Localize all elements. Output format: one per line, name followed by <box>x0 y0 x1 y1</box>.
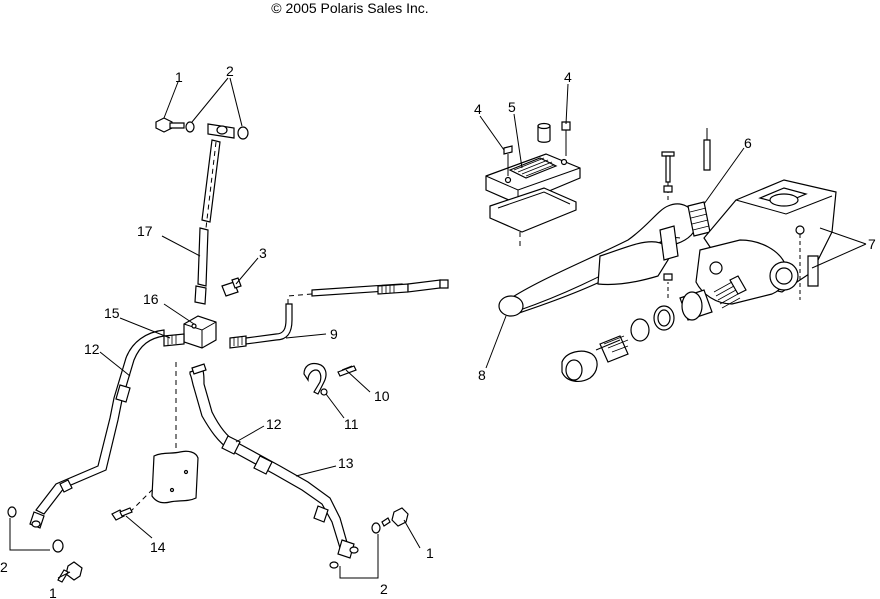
bolt-part <box>381 507 409 527</box>
bolt-part <box>155 117 185 133</box>
brake-hose-right <box>189 363 359 559</box>
callout-2-lower-right: 2 <box>380 581 388 597</box>
callout-4: 4 <box>474 101 482 117</box>
callout-17: 17 <box>137 223 153 239</box>
line-clip <box>303 362 328 396</box>
callout-2: 2 <box>226 63 234 79</box>
callout-1-lower-right: 1 <box>426 545 434 561</box>
callout-1: 1 <box>175 69 183 85</box>
piston-kit <box>561 273 747 382</box>
callout-15: 15 <box>104 305 120 321</box>
brake-line-right <box>229 279 449 349</box>
callout-12-right: 12 <box>266 416 282 432</box>
callout-13: 13 <box>338 455 354 471</box>
cap-screw <box>561 121 571 156</box>
cap-screw <box>503 145 513 176</box>
callout-7: 7 <box>868 236 876 252</box>
reservoir-diaphragm <box>489 187 577 250</box>
callout-11: 11 <box>344 416 359 432</box>
callout-6: 6 <box>744 135 752 151</box>
callout-1-lower-left: 1 <box>49 585 57 599</box>
washer-part <box>329 561 339 569</box>
line-fitting <box>163 333 185 347</box>
callout-2-lower-left: 2 <box>0 559 8 575</box>
callout-14: 14 <box>150 539 166 555</box>
callout-9: 9 <box>330 326 338 342</box>
leader-lines <box>9 77 867 579</box>
washer-part <box>237 126 249 140</box>
callout-3: 3 <box>259 245 267 261</box>
brake-lever <box>498 203 697 317</box>
brake-hose-left <box>29 329 165 529</box>
callout-4-right: 4 <box>564 69 572 85</box>
callout-12: 12 <box>84 341 100 357</box>
callout-10: 10 <box>374 388 390 404</box>
callout-16: 16 <box>143 291 159 307</box>
mounting-bracket <box>129 360 199 513</box>
washer-part <box>371 522 381 534</box>
brake-line-assembly <box>7 117 449 583</box>
washer-part <box>7 506 17 518</box>
callout-5: 5 <box>508 99 516 115</box>
washer-part <box>185 121 195 133</box>
copyright-notice: © 2005 Polaris Sales Inc. <box>271 0 429 16</box>
banjo-fitting <box>207 123 235 139</box>
washer-part <box>52 539 64 553</box>
master-cylinder-assembly <box>485 121 837 382</box>
brake-line-upper <box>194 139 221 305</box>
pivot-pin <box>703 128 711 171</box>
reservoir-plug <box>537 122 551 143</box>
pivot-pin <box>661 151 675 200</box>
bracket-screw <box>111 507 133 521</box>
master-cylinder-body <box>695 179 837 305</box>
callout-labels: 1 2 3 17 16 15 12 9 10 11 12 13 14 2 1 1… <box>0 63 876 599</box>
callout-8: 8 <box>478 367 486 383</box>
